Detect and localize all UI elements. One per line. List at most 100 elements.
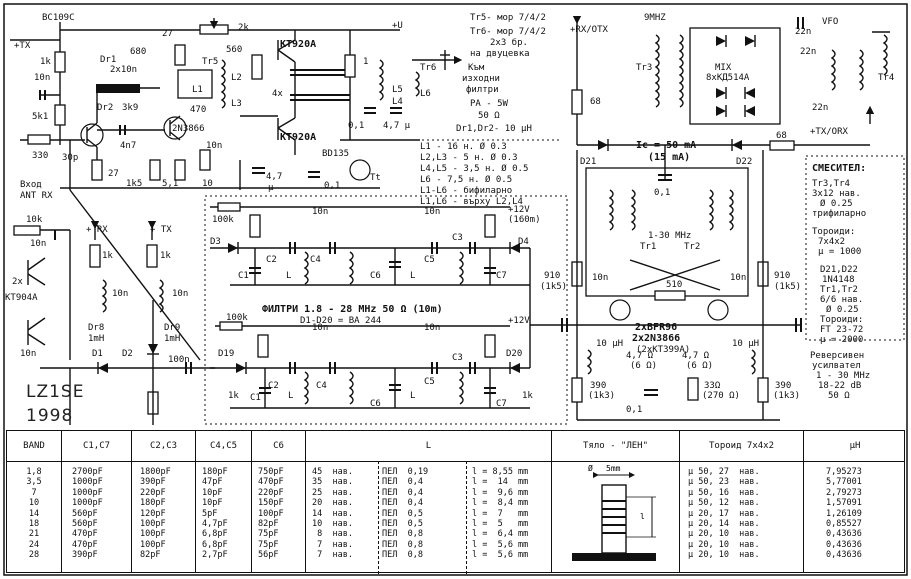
table-header-divider xyxy=(7,461,904,462)
plus12-160-label: +12V xyxy=(508,205,530,215)
table-cell-turns: 7 нав. xyxy=(312,550,353,561)
table-cell-uh: 1,26109 xyxy=(826,508,862,519)
r-330-label: 330 xyxy=(32,151,48,161)
resistor-330 xyxy=(27,134,51,145)
c5-label: C5 xyxy=(424,255,435,265)
r-1k-f2-label: 1k xyxy=(522,391,533,401)
d1-label: D1 xyxy=(92,349,103,359)
l1-label: L1 xyxy=(192,85,203,95)
amp-note-1: Реверсивен xyxy=(810,351,864,361)
table-cell-band: 3,5 xyxy=(26,477,42,488)
c1-label: C1 xyxy=(238,271,249,281)
tr4-label: Tr4 xyxy=(878,73,894,83)
r-1-label: 1 xyxy=(363,57,368,67)
table-cell-c1c7: 1000pF xyxy=(72,487,103,498)
table-cell-turns: 45 нав. xyxy=(312,467,353,477)
mixer-note-7: µ = 1000 xyxy=(818,247,861,257)
table-cell-c1c7: 390pF xyxy=(72,550,98,561)
r-27-label: 27 xyxy=(108,169,119,179)
table-cell-c4c5: 10pF xyxy=(202,487,223,498)
d21-label: D21 xyxy=(580,157,596,167)
dr-spec: Dr1,Dr2- 10 µH xyxy=(456,124,532,134)
table-cell-wire: ПЕЛ 0,5 xyxy=(382,518,423,529)
mixer-note-10: Tr1,Tr2 xyxy=(820,285,858,295)
r-470-label: 470 xyxy=(190,105,206,115)
input-label: Вход xyxy=(20,180,42,190)
table-cell-mu: µ 50, 23 нав. xyxy=(688,477,760,488)
tx-orx-label: +TX/ORX xyxy=(810,127,849,137)
table-cell-c2c3: 390pF xyxy=(140,477,166,488)
mixer-notes-title: СМЕСИТЕЛ: xyxy=(812,163,866,174)
table-cell-mu: µ 20, 17 нав. xyxy=(688,508,760,519)
table-cell-wire: ПЕЛ 0,4 xyxy=(382,498,423,509)
table-cell-c2c3: 100pF xyxy=(140,529,166,540)
l-b-label-2: L xyxy=(410,391,415,401)
table-cell-c1c7: 560pF xyxy=(72,518,98,529)
table-cell-c6: 75pF xyxy=(258,539,279,550)
table-cell-c6: 82pF xyxy=(258,518,279,529)
table-cell-c6: 220pF xyxy=(258,487,284,498)
mixer-note-14: FT 23-72 xyxy=(820,325,863,335)
r-33-label: 33Ω xyxy=(704,381,721,391)
mhz-1-30-label: 1-30 MHz xyxy=(648,231,691,241)
table-cell-uh: 0,43636 xyxy=(826,550,862,561)
c1-b-label: C1 xyxy=(250,393,261,403)
r-6-right: (6 Ω) xyxy=(686,361,713,371)
r-910-left: 910 xyxy=(544,271,560,281)
c-0-1-mix: 0,1 xyxy=(654,188,670,198)
table-cell-c2c3: 82pF xyxy=(140,550,161,561)
table-cell-mu: µ 20, 10 нав. xyxy=(688,539,760,550)
mixer-note-9: 1N4148 xyxy=(822,275,855,285)
table-cell-wire: ПЕЛ 0,4 xyxy=(382,477,423,488)
table-cell-c4c5: 180pF xyxy=(202,467,228,477)
d20-label: D20 xyxy=(506,349,522,359)
mix-diodes-label: 8xKД514A xyxy=(706,73,750,83)
d3-label: D3 xyxy=(210,237,221,247)
mixer-note-15: µ = 2000 xyxy=(820,335,863,345)
dr9-label: Dr9 xyxy=(164,323,180,333)
rx-plus-label: + RX xyxy=(86,225,108,235)
table-cell-c2c3: 180pF xyxy=(140,498,166,509)
vfo-label: VFO xyxy=(822,17,838,27)
table-cell-band: 14 xyxy=(28,508,40,519)
kt399-label: (2xKT399A) xyxy=(636,345,690,355)
tr6-spec2: 2x3 бр. xyxy=(490,37,528,48)
table-cell-c2c3: 100pF xyxy=(140,539,166,550)
ant-rx-label: ANT RX xyxy=(20,191,53,201)
d19-label: D19 xyxy=(218,349,234,359)
table-cell-c4c5: 5pF xyxy=(202,508,218,519)
2n3866-label: 2N3866 xyxy=(172,124,205,134)
x2-label: 2x xyxy=(12,277,23,287)
table-cell-uh: 1,57091 xyxy=(826,498,862,509)
c4-label: C4 xyxy=(310,255,321,265)
out-filters-2: изходни xyxy=(462,74,500,84)
table-cell-band: 24 xyxy=(28,539,40,550)
mixer-note-4: трифиларно xyxy=(812,209,866,219)
plus12b-label: +12V xyxy=(508,316,530,326)
mixer-note-13: Тороиди: xyxy=(820,315,863,325)
uh10-right: 10 µH xyxy=(732,339,759,349)
d4-label: D4 xyxy=(518,237,529,247)
mixer-note-3: Ø 0.25 xyxy=(820,198,853,209)
table-cell-c4c5: 6,8pF xyxy=(202,529,228,540)
dr2-label: Dr2 xyxy=(97,103,113,113)
table-cell-wire: ПЕЛ 0,8 xyxy=(382,529,423,540)
table-cell-turns: 10 нав. xyxy=(312,518,353,529)
table-cell-c6: 100pF xyxy=(258,508,284,519)
table-cell-c1c7: 2700pF xyxy=(72,467,103,477)
table-cell-len: l = 5,6 mm xyxy=(472,539,529,550)
coil-form-drawing: 5mm Ø l xyxy=(572,463,656,561)
d22-label: D22 xyxy=(736,157,752,167)
col-l: L 45 нав.35 нав.25 нав.20 нав.14 нав.10 … xyxy=(305,431,551,574)
table-cell-wire: ПЕЛ 0,8 xyxy=(382,550,423,561)
table-cell-len: l = 5,6 mm xyxy=(472,550,529,561)
table-cell-c4c5: 2,7pF xyxy=(202,550,228,561)
table-cell-c1c7: 1000pF xyxy=(72,498,103,509)
table-cell-wire: ПЕЛ 0,19 xyxy=(382,467,429,477)
tr5-label: Tr5 xyxy=(202,57,218,67)
